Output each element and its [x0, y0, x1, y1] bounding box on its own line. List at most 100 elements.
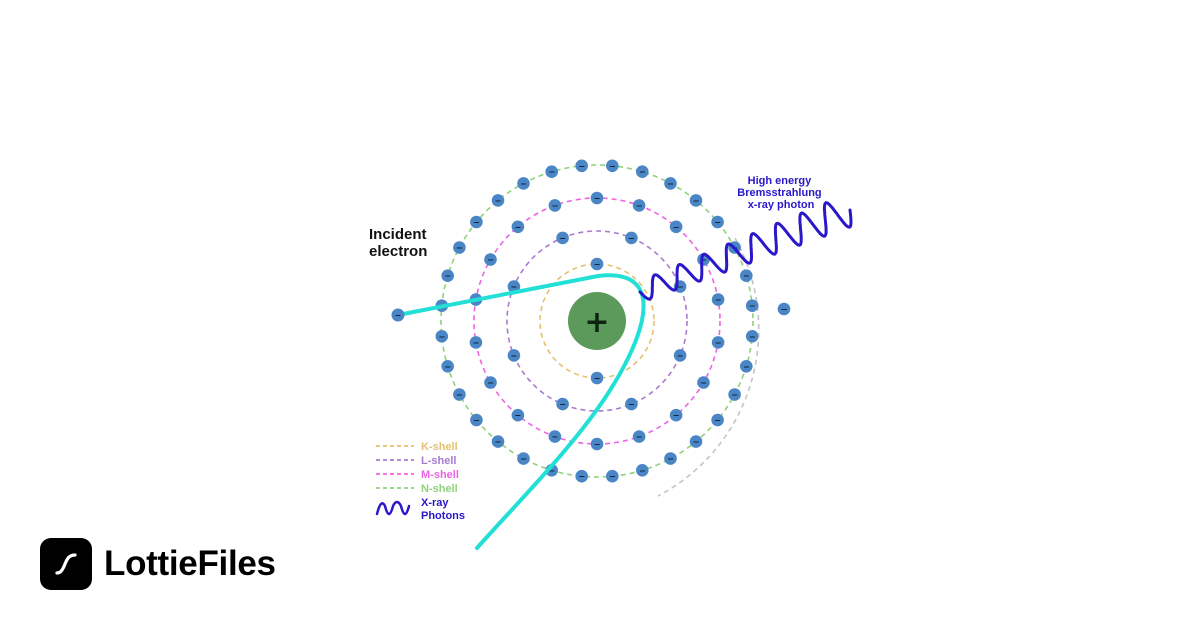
electron: − — [625, 397, 638, 411]
electron: − — [575, 469, 588, 483]
electron: − — [548, 430, 562, 443]
electron: − — [590, 371, 604, 385]
electron-set: − − − − − − − − − − − − − − − − − − − − − − − − − − − − − − − − − − − − − − − −… — [435, 159, 791, 483]
n-shell-ring — [440, 164, 754, 478]
brand-logo[interactable]: LottieFiles — [40, 538, 276, 590]
svg-text:−: − — [639, 466, 646, 475]
svg-text:−: − — [511, 351, 518, 360]
svg-text:−: − — [731, 391, 738, 400]
svg-text:−: − — [559, 234, 566, 243]
lottiefiles-logo-icon — [40, 538, 92, 590]
electron: − — [669, 220, 683, 234]
svg-text:K-shell: K-shell — [421, 441, 458, 453]
svg-text:−: − — [700, 256, 707, 265]
svg-text:−: − — [473, 416, 480, 425]
svg-text:X-ray Photons: X-ray Photons — [421, 497, 465, 522]
svg-text:−: − — [487, 256, 494, 265]
svg-text:−: − — [667, 179, 674, 188]
electron: − — [453, 241, 466, 254]
svg-text:−: − — [473, 338, 480, 347]
legend-item-l-shell: L-shell — [376, 455, 456, 467]
electron: − — [548, 199, 562, 212]
electron: − — [590, 191, 604, 205]
svg-text:L-shell: L-shell — [421, 455, 456, 467]
svg-text:−: − — [548, 168, 555, 177]
svg-text:−: − — [677, 351, 684, 360]
svg-text:−: − — [487, 379, 494, 388]
k-shell-ring — [539, 263, 655, 379]
svg-text:−: − — [444, 362, 451, 371]
svg-text:−: − — [520, 179, 527, 188]
svg-text:−: − — [700, 379, 707, 388]
legend: K-shell L-shell M-shell N-shell X-ray Ph… — [375, 441, 465, 522]
svg-text:−: − — [395, 311, 402, 320]
photon-label: High energy Bremsstrahlung x-ray photon — [737, 175, 824, 211]
legend-item-k-shell: K-shell — [376, 441, 458, 453]
svg-text:−: − — [515, 223, 522, 232]
svg-text:−: − — [495, 438, 502, 447]
electron: − — [441, 360, 455, 373]
svg-text:−: − — [714, 218, 721, 227]
nucleus: + — [568, 292, 626, 350]
electron: − — [745, 330, 759, 343]
svg-text:−: − — [628, 234, 635, 243]
electron: − — [517, 177, 530, 190]
electron: − — [575, 159, 588, 173]
electron: − — [435, 330, 449, 343]
svg-text:−: − — [511, 283, 518, 292]
svg-text:−: − — [715, 338, 722, 347]
svg-text:−: − — [552, 433, 559, 442]
l-shell-ring — [506, 230, 688, 412]
electron: − — [511, 220, 525, 234]
legend-item-m-shell: M-shell — [376, 469, 459, 481]
electron: − — [740, 360, 753, 373]
brand-name: LottieFiles — [104, 544, 276, 583]
electron: − — [470, 215, 483, 229]
svg-text:−: − — [636, 433, 643, 442]
svg-text:N-shell: N-shell — [421, 483, 458, 495]
electron: − — [711, 215, 724, 229]
electron: − — [484, 253, 497, 266]
svg-text:−: − — [693, 196, 700, 205]
svg-text:−: − — [515, 411, 522, 420]
svg-text:−: − — [743, 272, 750, 281]
svg-text:−: − — [559, 400, 566, 409]
svg-text:−: − — [438, 332, 445, 341]
electron: − — [689, 435, 703, 448]
electron: − — [590, 257, 604, 271]
svg-text:M-shell: M-shell — [421, 469, 459, 481]
legend-wave-icon — [375, 500, 411, 516]
incident-electron: − — [391, 308, 405, 322]
electron: − — [711, 336, 725, 349]
electron: − — [507, 349, 521, 362]
bremsstrahlung-photon-wave — [638, 201, 853, 301]
nucleus-plus-sign: + — [584, 305, 609, 340]
electron: − — [556, 397, 569, 411]
electron: − — [689, 194, 703, 207]
svg-text:−: − — [715, 296, 722, 305]
svg-text:−: − — [473, 218, 480, 227]
electron: − — [606, 469, 619, 483]
electron: − — [632, 430, 646, 443]
svg-text:−: − — [594, 440, 601, 449]
electron: − — [484, 376, 497, 389]
electron: − — [556, 231, 569, 245]
svg-text:−: − — [548, 466, 555, 475]
electron: − — [606, 159, 619, 173]
svg-text:−: − — [628, 400, 635, 409]
svg-text:−: − — [594, 374, 601, 383]
electron: − — [453, 388, 466, 401]
svg-text:−: − — [594, 194, 601, 203]
electron: − — [711, 413, 724, 427]
svg-text:−: − — [456, 244, 463, 253]
escaped-electron: − — [777, 302, 791, 316]
electron: − — [669, 408, 683, 422]
electron: − — [740, 269, 753, 283]
electron: − — [625, 231, 638, 245]
incident-electron-path — [396, 273, 646, 550]
svg-text:−: − — [594, 260, 601, 269]
svg-text:−: − — [552, 201, 559, 210]
electron: − — [745, 299, 759, 313]
electron: − — [469, 336, 483, 349]
